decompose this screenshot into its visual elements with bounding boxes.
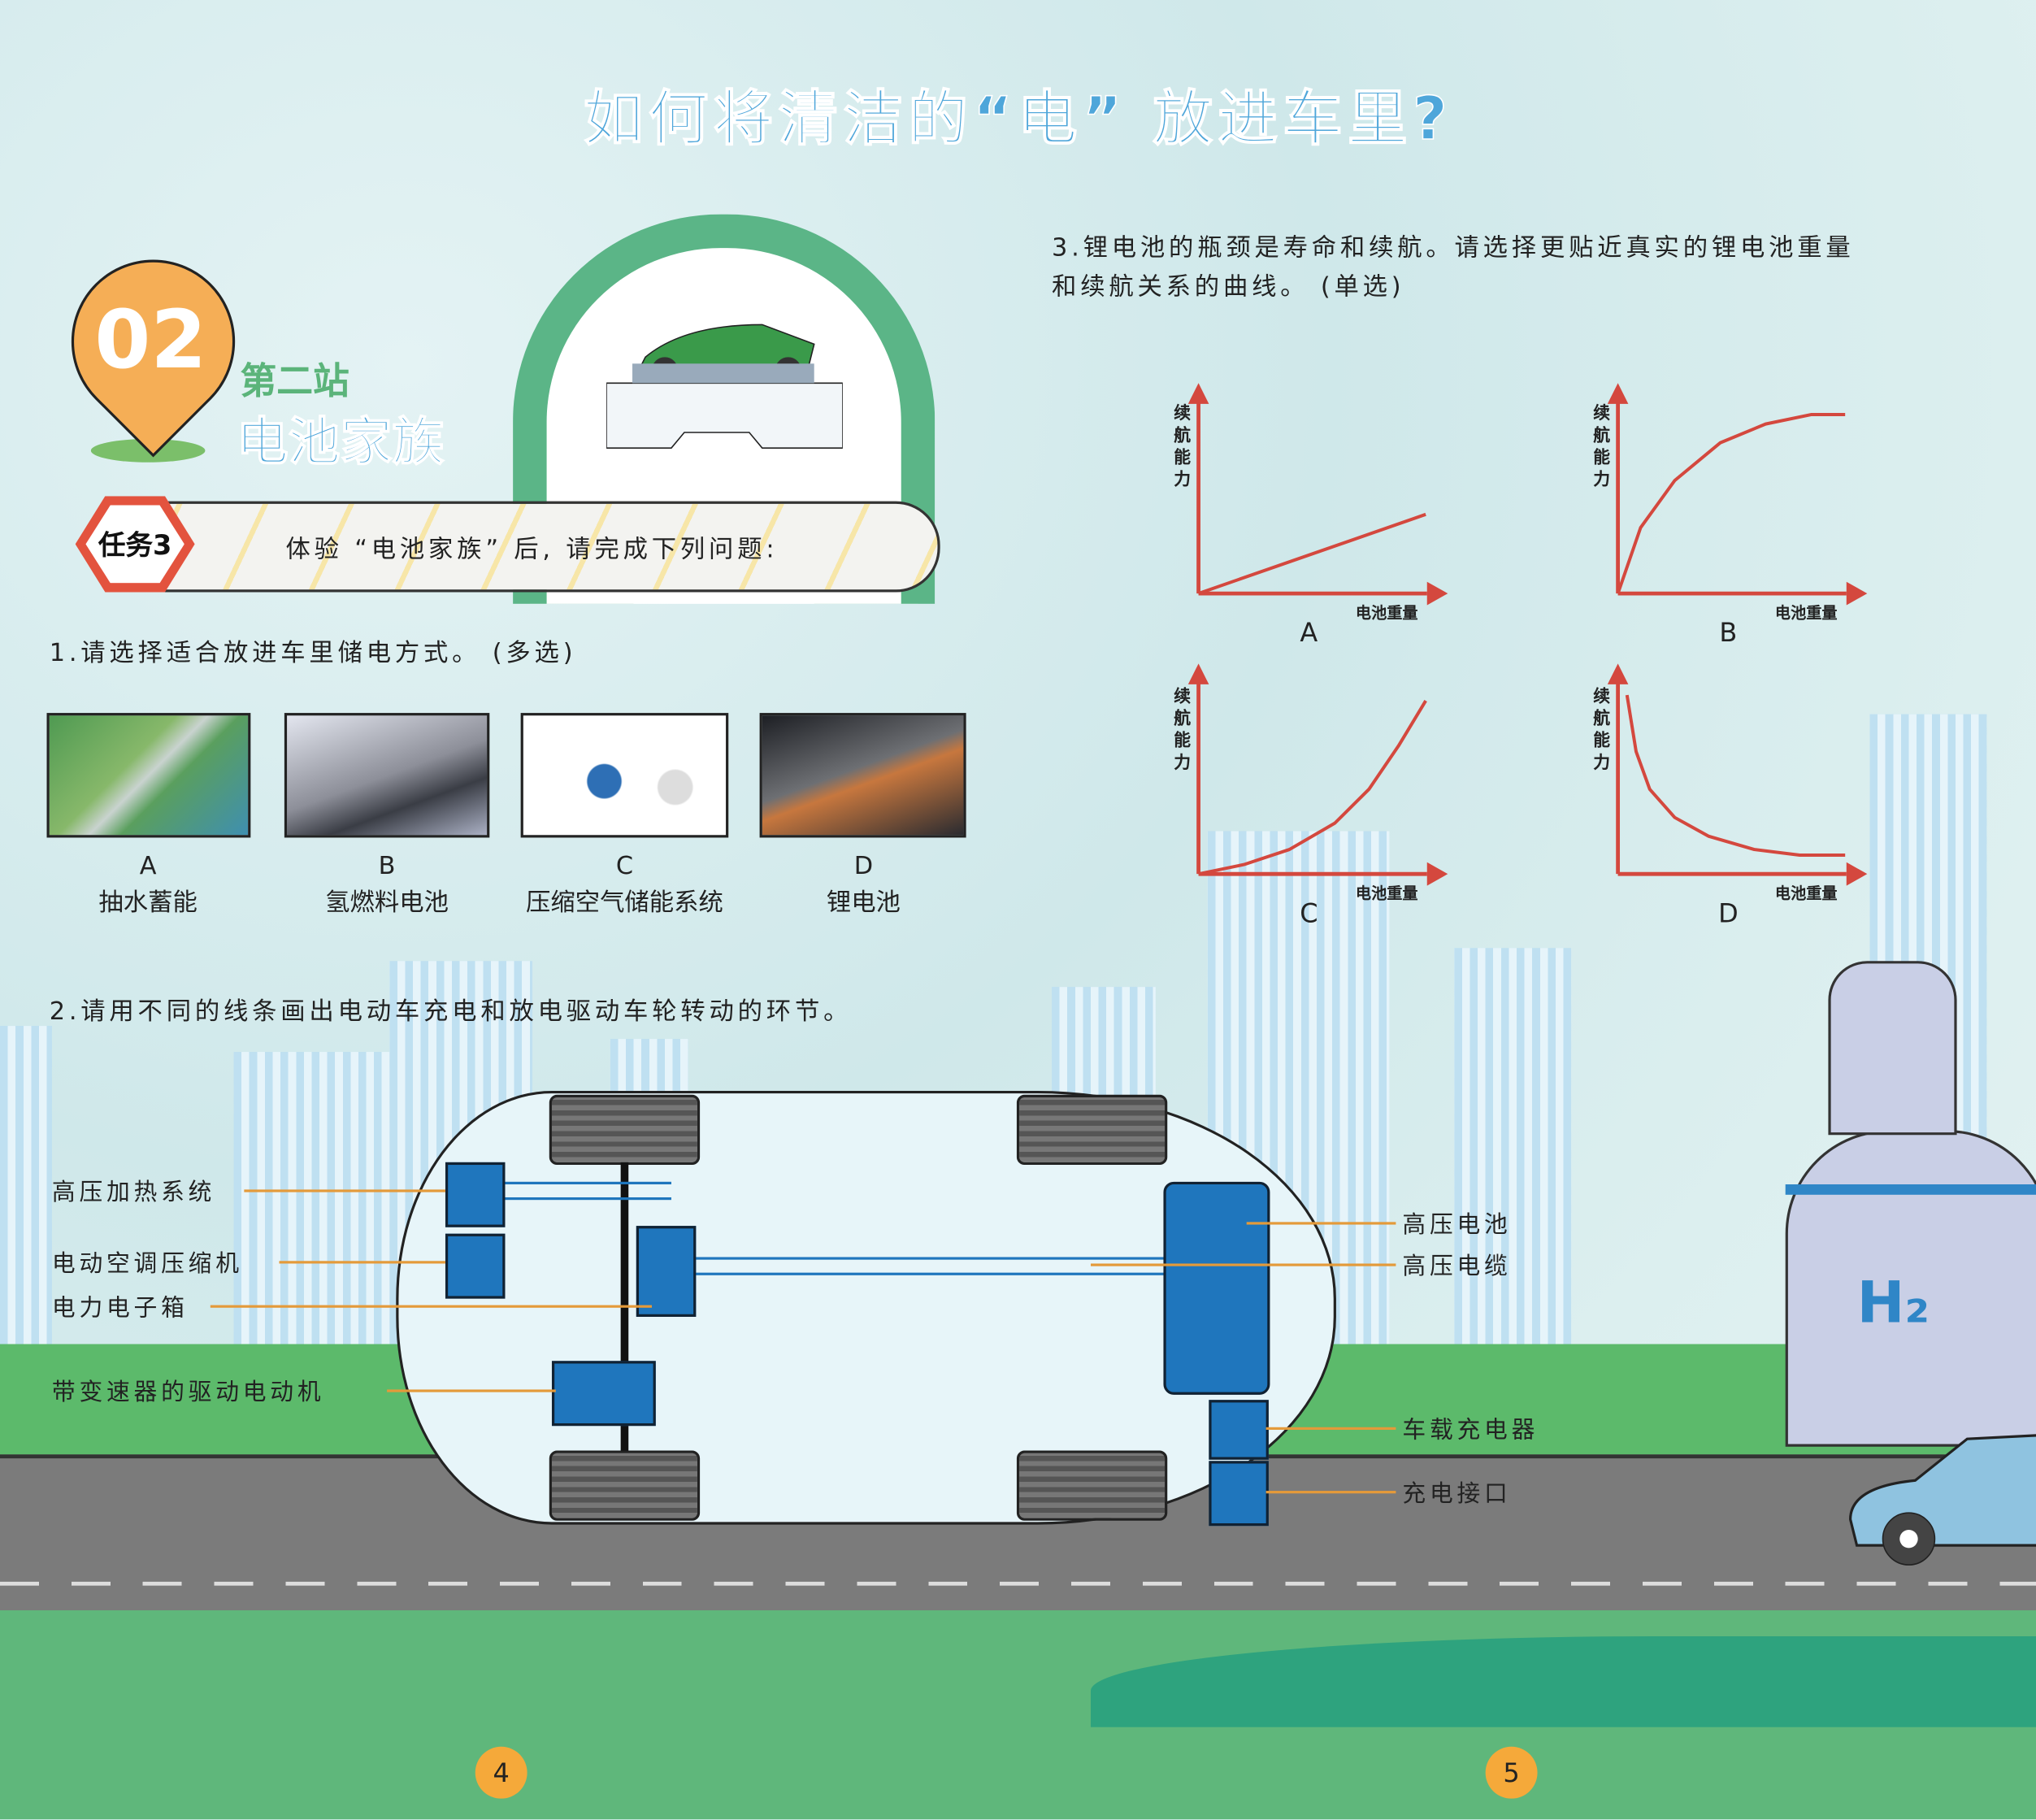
task-instruction: 体验 “电池家族” 后, 请完成下列问题: xyxy=(285,535,779,564)
y-axis-arrow xyxy=(1187,383,1209,404)
chart-letter-B: B xyxy=(1719,617,1737,648)
y-axis-arrow xyxy=(1607,663,1629,684)
building xyxy=(0,1026,52,1351)
curve-B xyxy=(1616,413,1846,594)
curve-D xyxy=(1625,694,1846,858)
y-axis-arrow xyxy=(1607,383,1629,404)
x-axis-arrow xyxy=(1426,581,1448,606)
option-letter: D xyxy=(853,852,874,881)
option-c[interactable]: C 压缩空气储能系统 xyxy=(495,848,755,920)
charging-port-icon xyxy=(1209,1461,1269,1527)
x-axis-label: 电池重量 xyxy=(1775,884,1838,903)
option-label: 压缩空气储能系统 xyxy=(526,888,723,917)
x-axis-arrow xyxy=(1846,581,1868,606)
chart-letter-D: D xyxy=(1718,897,1739,928)
label-charging-port: 充电接口 xyxy=(1402,1480,1512,1508)
leader-line xyxy=(1265,1427,1396,1430)
page-title: 如何将清洁的“电” 放进车里? xyxy=(583,82,1453,154)
curve-A xyxy=(1197,512,1426,595)
cable xyxy=(502,1181,671,1201)
task-badge-label: 任务3 xyxy=(98,529,172,562)
chart-c-y-axis-label: 续航能力 xyxy=(1170,687,1190,775)
x-axis-arrow xyxy=(1846,862,1868,886)
exhibit-car-image xyxy=(606,324,843,449)
ac-compressor-icon xyxy=(445,1233,506,1299)
leader-line xyxy=(1246,1222,1396,1224)
page-number-left: 4 xyxy=(475,1746,527,1799)
page-number-right: 5 xyxy=(1485,1746,1538,1799)
tire xyxy=(549,1450,701,1521)
leader-line xyxy=(1090,1263,1396,1266)
chart-letter-A: A xyxy=(1300,617,1318,648)
tire xyxy=(1016,1094,1168,1166)
task-banner xyxy=(116,501,940,593)
hydrogen-tank xyxy=(1785,1129,2036,1447)
chart-letter-C: C xyxy=(1300,897,1318,928)
question-1: 1.请选择适合放进车里储电方式。 (多选) xyxy=(49,639,577,668)
y-axis-arrow xyxy=(1187,663,1209,684)
option-label: 抽水蓄能 xyxy=(98,888,198,917)
road-markings xyxy=(0,1581,2036,1586)
leader-line xyxy=(244,1189,445,1192)
leader-line xyxy=(387,1389,556,1392)
curve-charts: 电池重量 A 电池重量 B 电池重量 C 电池重量 D xyxy=(1187,383,1868,928)
small-car xyxy=(1848,1434,2036,1566)
label-heater: 高压加热系统 xyxy=(51,1179,216,1207)
x-axis-label: 电池重量 xyxy=(1356,603,1418,622)
question-3-line1: 3.锂电池的瓶颈是寿命和续航。请选择更贴近真实的锂电池重量 xyxy=(1052,233,1855,263)
station-name: 电池家族 xyxy=(236,412,445,473)
drive-motor-icon xyxy=(551,1361,656,1427)
option-a-image[interactable] xyxy=(46,713,251,838)
option-letter: B xyxy=(378,852,396,881)
x-axis-label: 电池重量 xyxy=(1775,603,1838,622)
question-3-line2: 和续航关系的曲线。 (单选) xyxy=(1052,272,1405,302)
x-axis-arrow xyxy=(1426,862,1448,886)
option-d[interactable]: D 锂电池 xyxy=(734,848,994,920)
power-electronics-icon xyxy=(636,1226,697,1317)
label-drive-motor: 带变速器的驱动电动机 xyxy=(51,1379,325,1407)
building xyxy=(1454,948,1572,1351)
onboard-charger-icon xyxy=(1209,1400,1269,1460)
option-label: 锂电池 xyxy=(826,888,901,917)
hv-battery-icon xyxy=(1163,1181,1270,1395)
option-letter: C xyxy=(615,852,634,881)
tire xyxy=(1016,1450,1168,1521)
building xyxy=(233,1052,390,1351)
x-axis-label: 电池重量 xyxy=(1356,884,1418,903)
option-b[interactable]: B 氢燃料电池 xyxy=(257,848,517,920)
label-onboard-charger: 车载充电器 xyxy=(1402,1416,1539,1444)
option-c-image[interactable] xyxy=(520,713,729,838)
hydrogen-tank-small xyxy=(1828,961,1957,1136)
chart-d-y-axis-label: 续航能力 xyxy=(1589,687,1609,775)
h2-label: H₂ xyxy=(1856,1270,1930,1336)
option-label: 氢燃料电池 xyxy=(325,888,449,917)
chart-a-y-axis-label: 续航能力 xyxy=(1170,403,1190,493)
option-d-image[interactable] xyxy=(759,713,966,838)
question-2: 2.请用不同的线条画出电动车充电和放电驱动车轮转动的环节。 xyxy=(49,997,853,1027)
hv-cable xyxy=(688,1257,1166,1275)
heater-icon xyxy=(445,1162,506,1227)
label-power-electronics: 电力电子箱 xyxy=(51,1294,189,1323)
curve-C xyxy=(1198,700,1427,876)
label-ac-compressor: 电动空调压缩机 xyxy=(51,1250,243,1279)
option-b-image[interactable] xyxy=(284,713,490,838)
chart-b-y-axis-label: 续航能力 xyxy=(1589,403,1609,493)
option-letter: A xyxy=(139,852,157,881)
option-a[interactable]: A 抽水蓄能 xyxy=(18,848,278,920)
leader-line xyxy=(279,1261,445,1263)
tire xyxy=(549,1094,701,1166)
station-number: 02 xyxy=(94,292,207,388)
label-hv-battery: 高压电池 xyxy=(1402,1211,1512,1240)
label-hv-cable: 高压电缆 xyxy=(1402,1253,1512,1281)
leader-line xyxy=(210,1305,652,1307)
leader-line xyxy=(1265,1491,1396,1493)
station-label: 第二站 xyxy=(240,359,349,403)
tank-stripe xyxy=(1785,1184,2036,1195)
